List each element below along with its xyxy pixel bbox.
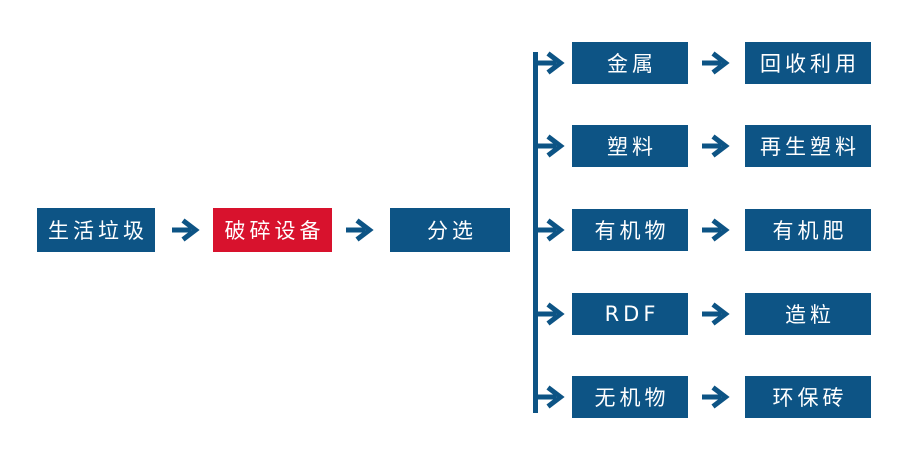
arrow-right-icon (702, 51, 730, 75)
arrow-right-icon (702, 385, 730, 409)
node-recycled-plastic: 再生塑料 (745, 125, 871, 167)
branch-arrow-icon (534, 302, 565, 326)
branch-arrow-icon (534, 385, 565, 409)
arrow-right-icon (702, 134, 730, 158)
node-plastic: 塑料 (572, 125, 688, 167)
node-household-waste: 生活垃圾 (37, 208, 155, 252)
arrow-right-icon (702, 218, 730, 242)
branch-arrow-icon (534, 134, 565, 158)
arrow-right-icon (172, 218, 200, 242)
node-organic-matter: 有机物 (572, 209, 688, 251)
node-metal: 金属 (572, 42, 688, 84)
node-rdf: RDF (572, 293, 688, 335)
node-eco-brick: 环保砖 (745, 376, 871, 418)
branch-arrow-icon (534, 51, 565, 75)
node-organic-fertilizer: 有机肥 (745, 209, 871, 251)
node-crushing-equipment: 破碎设备 (213, 208, 332, 252)
node-granulation: 造粒 (745, 293, 871, 335)
node-recycling: 回收利用 (745, 42, 871, 84)
arrow-right-icon (346, 218, 374, 242)
node-sorting: 分选 (390, 208, 510, 252)
arrow-right-icon (702, 302, 730, 326)
node-inorganic-matter: 无机物 (572, 376, 688, 418)
branch-arrow-icon (534, 218, 565, 242)
